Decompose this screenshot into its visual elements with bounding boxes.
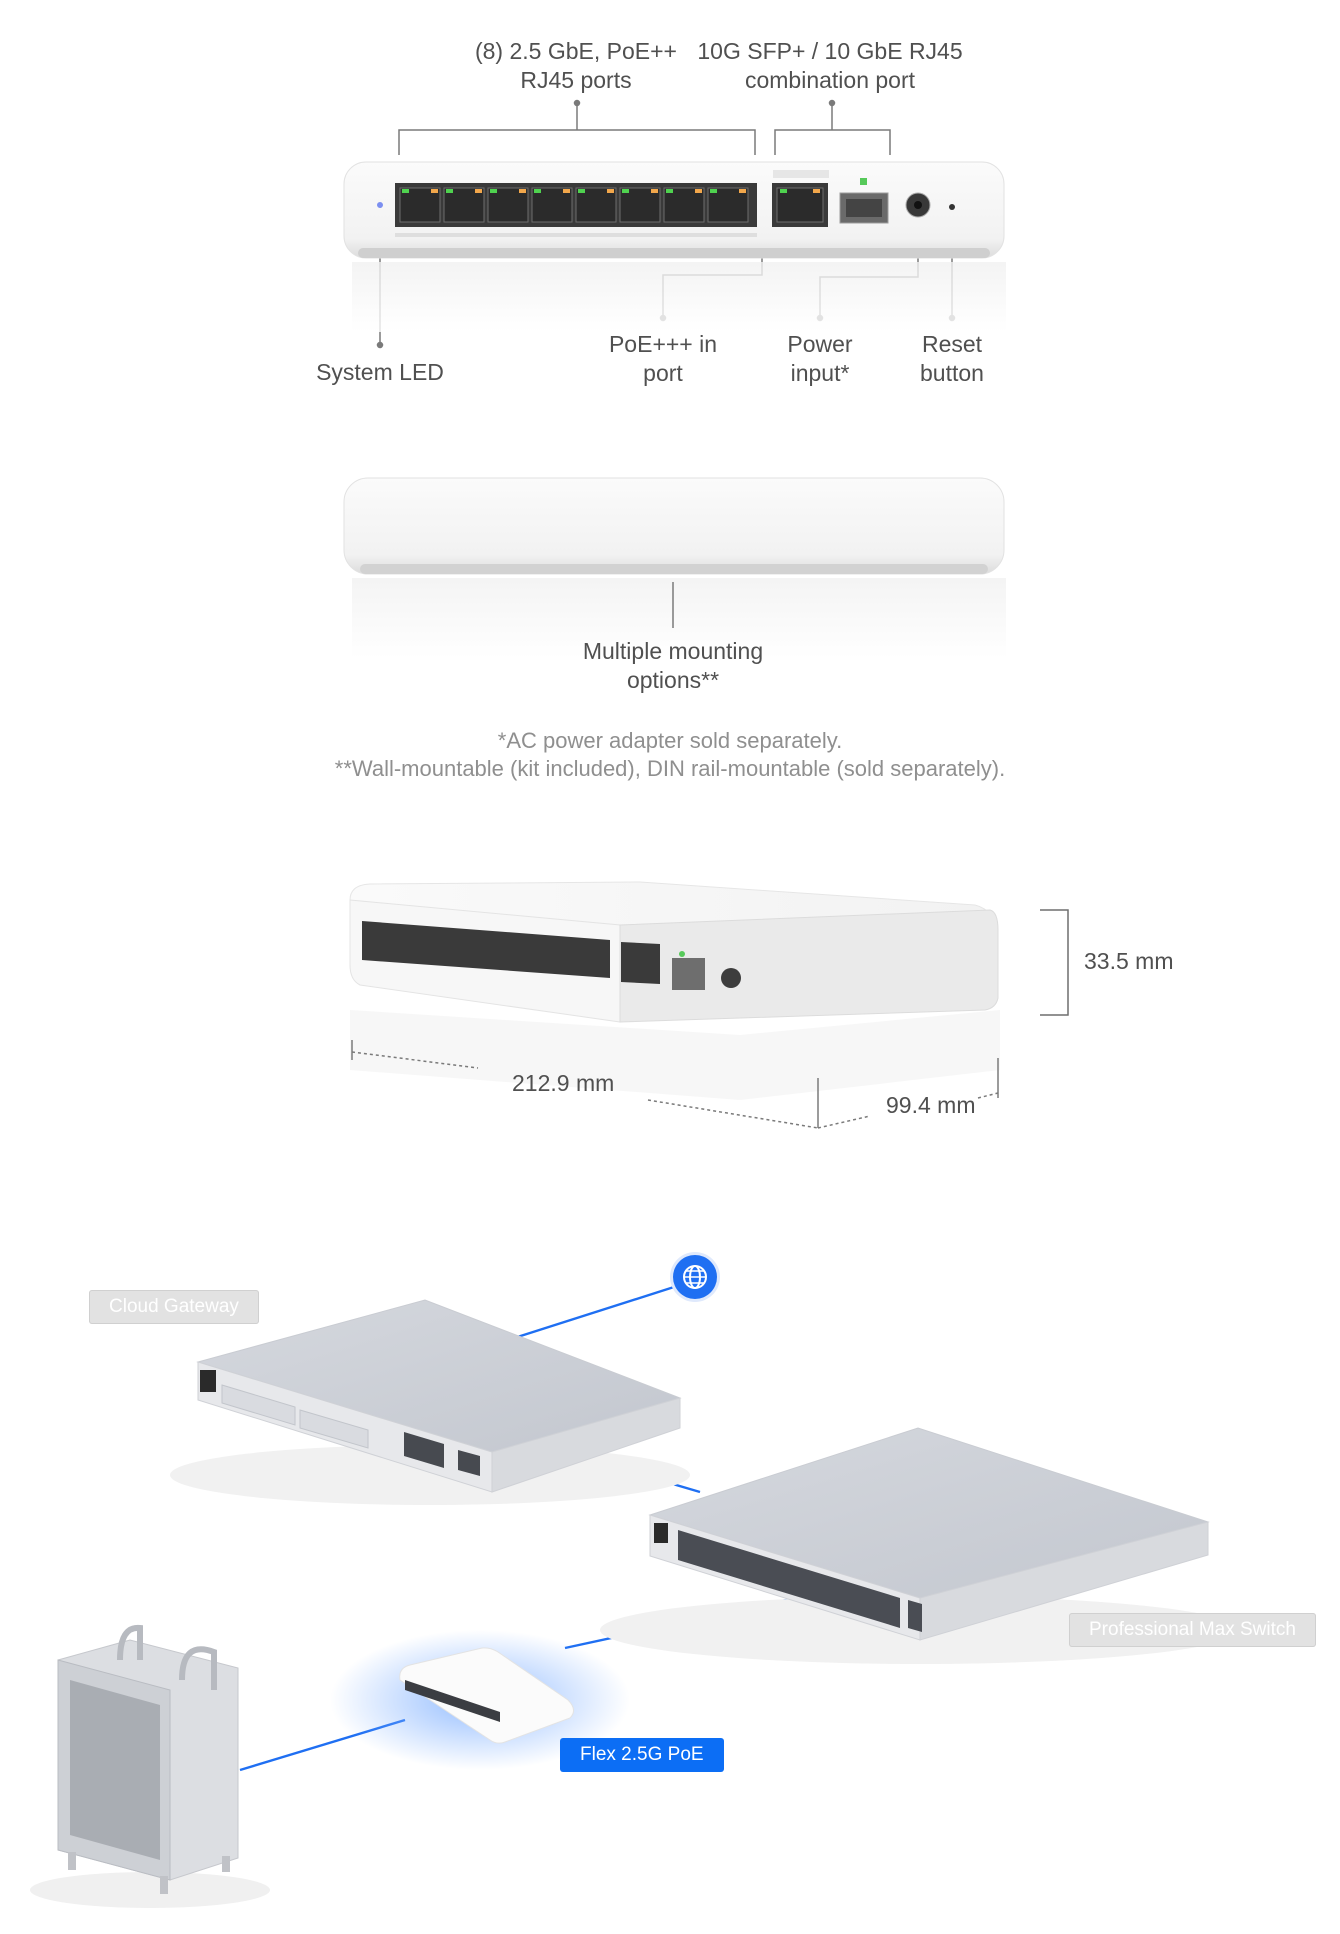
front-device-illustration (343, 99, 1006, 349)
pro-max-switch-device (600, 1427, 1240, 1664)
footnote-mounting: **Wall-mountable (kit included), DIN rai… (334, 756, 1006, 781)
poe-in-port-label: PoE+++ in port (608, 331, 718, 386)
system-led-label: System LED (316, 359, 444, 385)
height-dimension: 33.5 mm (1084, 948, 1174, 974)
back-device-illustration (343, 477, 1006, 658)
workstation-device (30, 1624, 270, 1908)
pro-max-switch-tag: Professional Max Switch (1069, 1613, 1316, 1647)
combo-port-callout: 10G SFP+ / 10 GbE RJ45 combination port (697, 38, 963, 93)
globe-icon (683, 1265, 707, 1289)
dimensions-illustration (349, 881, 1069, 1129)
reset-button-label: Reset button (920, 331, 984, 386)
mounting-options-label: Multiple mounting options** (582, 638, 764, 693)
power-input-label: Power input* (787, 331, 853, 386)
cloud-gateway-device (170, 1299, 690, 1505)
ports-callout: (8) 2.5 GbE, PoE++ RJ45 ports (474, 38, 677, 93)
flex-switch-device (330, 1630, 630, 1770)
width-dimension: 212.9 mm (512, 1070, 615, 1096)
flex-poe-tag: Flex 2.5G PoE (560, 1738, 724, 1772)
rj45-port-group (395, 183, 757, 237)
footnote-power: *AC power adapter sold separately. (497, 728, 843, 753)
internet-node (673, 1255, 717, 1299)
cloud-gateway-tag: Cloud Gateway (89, 1290, 259, 1324)
depth-dimension: 99.4 mm (886, 1092, 976, 1118)
